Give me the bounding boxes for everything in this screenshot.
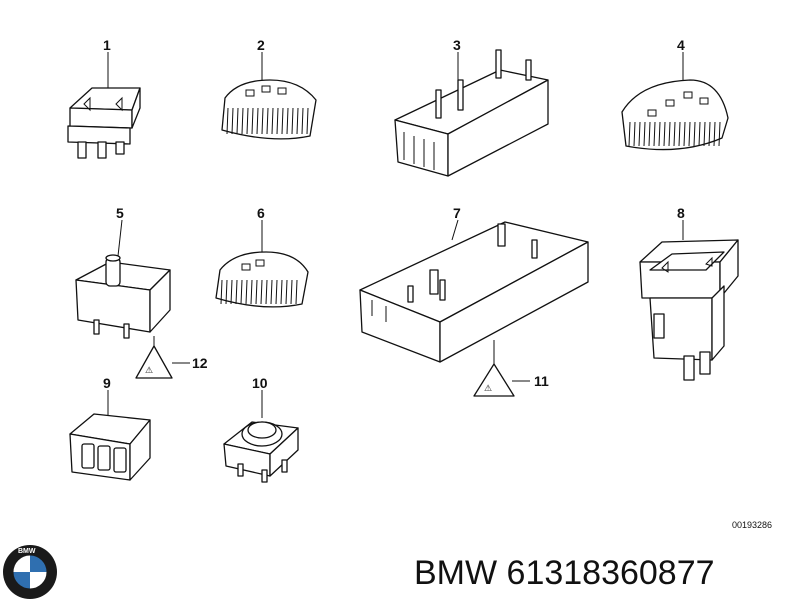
knob-rib (235, 279, 238, 305)
callout-5: 5 (116, 205, 124, 221)
knob-rib (250, 279, 253, 305)
knob-rib (231, 107, 234, 135)
part-3-control-module: 3 (394, 37, 549, 177)
bmw-logo: BMW (3, 545, 57, 599)
knob-rib (683, 121, 686, 147)
part-9-triple-switch: 9 (69, 375, 151, 481)
diagram-ref-number: 00193286 (732, 520, 772, 530)
callout-11: 11 (534, 373, 549, 389)
callout-9: 9 (103, 375, 111, 391)
knob-rib (240, 279, 243, 305)
knob-rib (290, 279, 293, 305)
part-5-push-switch: 5 (75, 205, 171, 339)
knob-rib (261, 107, 264, 135)
knob-rib (271, 107, 274, 135)
knob-rib (693, 121, 696, 147)
warning-triangle-icon (135, 345, 173, 379)
callout-7: 7 (453, 205, 461, 221)
brand-part-number: BMW 61318360877 (414, 554, 715, 592)
callout-12: 12 (192, 355, 208, 371)
logo-letters: BMW (18, 548, 36, 555)
knob-rib (236, 107, 239, 135)
knob-rib (673, 121, 676, 147)
knob-rib (643, 121, 646, 147)
knob-rib (285, 279, 288, 305)
knob-rib (280, 279, 283, 305)
knob-rib (245, 279, 248, 305)
part-12-warning-label: 12 ⚠ (135, 336, 208, 379)
part-4-wide-knob: 4 (621, 37, 729, 151)
part-7-control-unit: 7 (359, 205, 589, 363)
knob-rib (226, 107, 229, 135)
knob-rib (281, 107, 284, 135)
knob-rib (220, 279, 223, 305)
callout-8: 8 (677, 205, 685, 221)
callout-3: 3 (453, 37, 461, 53)
callout-4: 4 (677, 37, 685, 53)
knob-rib (291, 107, 294, 135)
warning-triangle-icon (473, 363, 515, 397)
knob-rib (653, 121, 656, 147)
knob-rib (241, 107, 244, 135)
knob-rib (276, 107, 279, 135)
knob-rib (286, 107, 289, 135)
knob-rib (225, 279, 228, 305)
knob-rib (668, 121, 671, 147)
knob-rib (648, 121, 651, 147)
knob-rib (638, 121, 641, 147)
knob-rib (295, 279, 298, 305)
callout-10: 10 (252, 375, 268, 391)
knob-rib (246, 107, 249, 135)
knob-rib (270, 279, 273, 305)
knob-rib (663, 121, 666, 147)
knob-rib (708, 121, 711, 147)
callout-2: 2 (257, 37, 265, 53)
knob-rib (260, 279, 263, 305)
knob-rib (703, 121, 706, 147)
callout-6: 6 (257, 205, 265, 221)
knob-rib (688, 121, 691, 147)
knob-rib (266, 107, 269, 135)
knob-rib (698, 121, 701, 147)
part-1-rocker-switch: 1 (67, 37, 141, 159)
part-8-window-switch: 8 (639, 205, 739, 381)
knob-rib (296, 107, 299, 135)
knob-rib (275, 279, 278, 305)
svg-text:⚠: ⚠ (484, 383, 492, 393)
knob-rib (713, 121, 716, 147)
part-6-small-knob: 6 (215, 205, 309, 308)
knob-rib (265, 279, 268, 305)
knob-rib (718, 121, 721, 147)
knob-rib (633, 121, 636, 147)
part-2-ribbed-knob: 2 (221, 37, 317, 140)
knob-rib (306, 107, 309, 135)
knob-rib (628, 121, 631, 147)
part-11-warning-label: 11 ⚠ (473, 340, 549, 397)
callout-1: 1 (103, 37, 111, 53)
part-10-rotary-switch: 10 (223, 375, 299, 483)
knob-rib (230, 279, 233, 305)
knob-rib (678, 121, 681, 147)
knob-rib (255, 279, 258, 305)
knob-rib (251, 107, 254, 135)
knob-rib (256, 107, 259, 135)
knob-rib (301, 107, 304, 135)
knob-rib (658, 121, 661, 147)
svg-text:⚠: ⚠ (145, 365, 153, 375)
